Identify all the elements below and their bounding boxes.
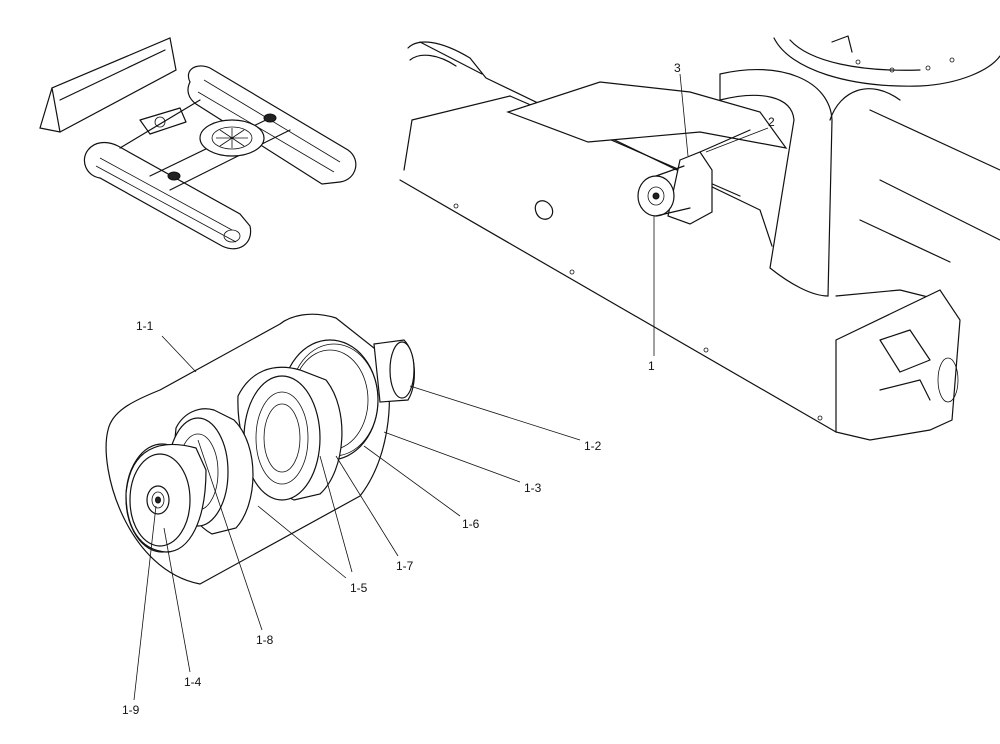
- callout-1-5: 1-5: [350, 581, 368, 595]
- callout-3: 3: [674, 61, 681, 75]
- track-frame-view: [399, 35, 1000, 441]
- callout-1-7: 1-7: [396, 559, 414, 573]
- callout-1-6: 1-6: [462, 517, 480, 531]
- undercarriage-overview: [39, 37, 357, 250]
- callout-1-2: 1-2: [584, 439, 602, 453]
- callout-1: 1: [648, 359, 655, 373]
- callout-1-4: 1-4: [184, 675, 202, 689]
- callout-1-9: 1-9: [122, 703, 140, 717]
- callout-2: 2: [768, 115, 775, 129]
- callout-1-1: 1-1: [136, 319, 154, 333]
- callout-labels: 1 2 3 1-1 1-2 1-3 1-6 1-7 1-5 1-8 1-4 1-…: [122, 61, 775, 717]
- callout-1-8: 1-8: [256, 633, 274, 647]
- carrier-roller-exploded: [105, 313, 415, 585]
- callout-1-3: 1-3: [524, 481, 542, 495]
- leader-lines: [133, 73, 769, 701]
